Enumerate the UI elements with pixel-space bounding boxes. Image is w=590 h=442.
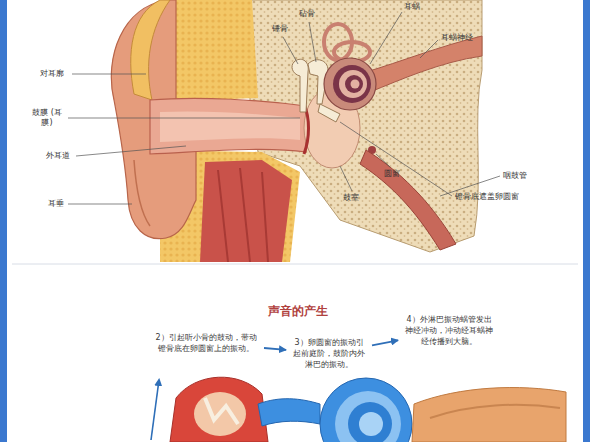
step-text-box: 2）引起听小骨的鼓动，带动镫骨底在卵圆窗上的振动。 xyxy=(150,330,262,356)
nerve-fibre xyxy=(430,405,560,418)
muscle xyxy=(200,160,292,262)
part-label: 鼓室 xyxy=(343,193,359,203)
part-label: 对耳廓 xyxy=(40,69,64,79)
part-label: 砧骨 xyxy=(299,9,315,19)
step-text: 4）外淋巴振动蜗管发出神经冲动，冲动经耳蜗神经传播到大脑。 xyxy=(403,314,495,347)
cochlea-turn xyxy=(345,75,363,93)
step-text-box: 3）卵圆窗的振动引起前庭阶，鼓阶内外淋巴的振动。 xyxy=(288,335,370,372)
muscle-fibre xyxy=(218,168,268,262)
panel-divider xyxy=(12,264,578,265)
step-text: 2）引起听小骨的鼓动，带动镫骨底在卵圆窗上的振动。 xyxy=(153,332,259,354)
cochlear-nerve xyxy=(366,36,482,92)
leader-line xyxy=(309,22,316,62)
leader-line xyxy=(68,118,300,119)
cochlea-turn xyxy=(333,65,371,103)
cochlea-turn xyxy=(348,402,392,442)
side-bar xyxy=(583,0,590,442)
ear-canal-lumen xyxy=(160,111,300,142)
vestibule xyxy=(258,399,320,426)
leader-line xyxy=(370,12,402,64)
cochlea-turn xyxy=(359,412,383,436)
eustachian-tube xyxy=(360,150,456,250)
cochlea-turn xyxy=(339,70,367,98)
part-label: 外耳道 xyxy=(46,151,70,161)
part-label: 耳蜗 xyxy=(404,2,420,12)
part-label: 圆窗 xyxy=(384,169,400,179)
leader-line xyxy=(376,154,390,167)
step-arrow xyxy=(151,380,159,440)
part-label: 咽鼓管 xyxy=(503,171,527,181)
step-text-box: 4）外淋巴振动蜗管发出神经冲动，冲动经耳蜗神经传播到大脑。 xyxy=(400,312,498,349)
ear-canal xyxy=(150,98,306,154)
cochlea xyxy=(324,58,376,110)
leader-line xyxy=(340,166,352,191)
middle-ear-cavity xyxy=(194,392,246,436)
skin-fold xyxy=(134,160,150,226)
ossicle-chain xyxy=(205,398,238,424)
cochlea-turn xyxy=(351,80,360,89)
leader-line xyxy=(68,204,132,205)
malleus xyxy=(292,59,308,112)
step-arrow xyxy=(264,348,286,350)
leader-lines xyxy=(68,12,500,204)
part-label: 镫骨底遮盖卵圆窗 xyxy=(455,192,519,202)
auditory-nerve xyxy=(412,388,566,442)
ear-cartilage xyxy=(131,0,170,100)
part-label: 锤骨 xyxy=(272,24,288,34)
leader-line xyxy=(340,122,452,196)
cochlea-turn xyxy=(335,391,401,442)
leader-line xyxy=(72,74,146,75)
part-label: 耳蜗神经 xyxy=(441,33,473,43)
step-arrow xyxy=(372,340,398,345)
leader-line xyxy=(420,40,438,58)
leader-line xyxy=(283,37,298,64)
part-label: 耳垂 xyxy=(48,199,64,209)
step-text: 3）卵圆窗的振动引起前庭阶，鼓阶内外淋巴的振动。 xyxy=(291,337,367,370)
cochlea-blue xyxy=(320,378,412,442)
section-title: 声音的产生 xyxy=(268,304,328,318)
part-label: 鼓膜 (耳膜) xyxy=(28,108,66,128)
middle-ear xyxy=(170,377,268,442)
leader-line xyxy=(76,146,186,156)
side-bar xyxy=(0,0,7,442)
